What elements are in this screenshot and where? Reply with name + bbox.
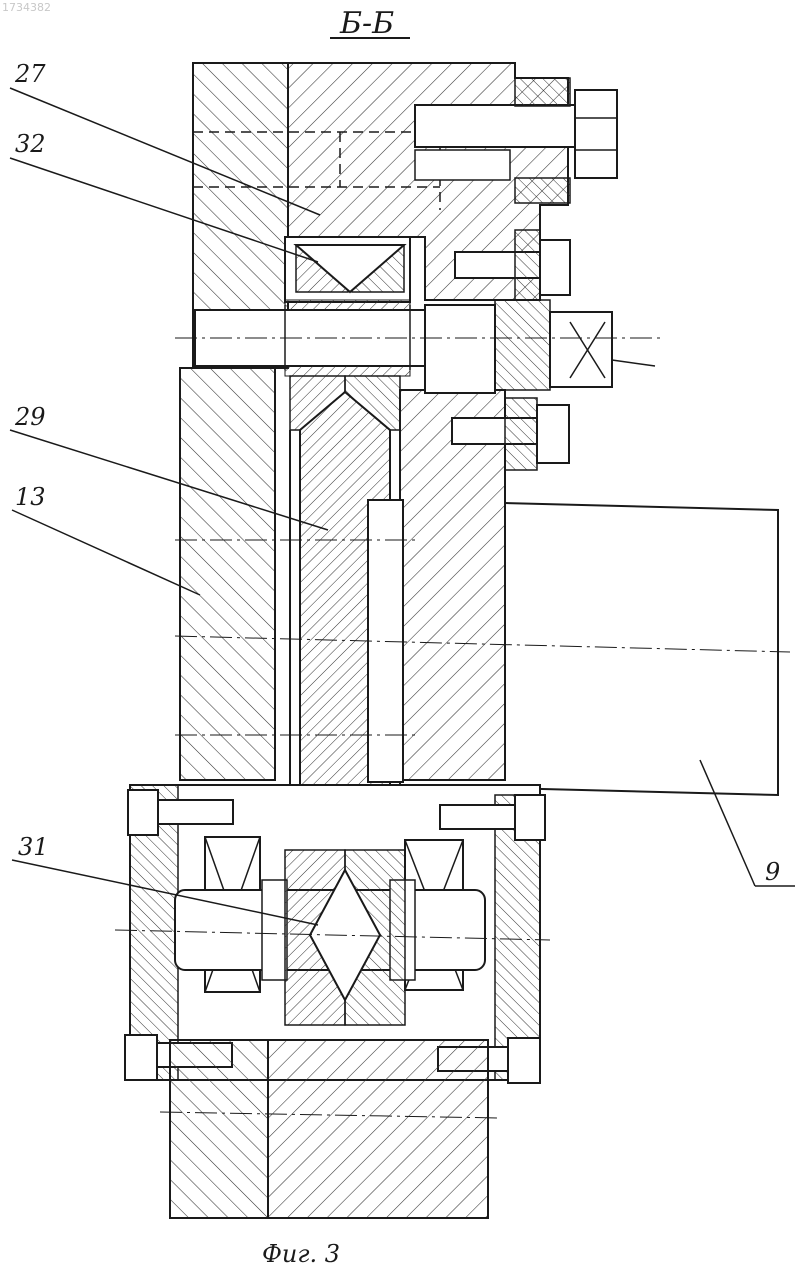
housing-body-left — [180, 368, 275, 780]
figure-caption: Фиг. 3 — [262, 1240, 340, 1268]
callout-29: 29 — [14, 403, 46, 431]
callout-32: 32 — [15, 130, 46, 158]
lower-roller-31 — [285, 850, 405, 1025]
section-label: Б-Б — [339, 6, 394, 41]
callout-27: 27 — [14, 60, 46, 88]
upper-roller-32 — [285, 237, 410, 302]
housing-body-right — [400, 390, 505, 780]
callout-9: 9 — [765, 858, 780, 886]
beam-9 — [505, 503, 778, 795]
callout-31: 31 — [18, 833, 49, 861]
base-block — [170, 1040, 488, 1218]
corner-stamp: 1734382 — [2, 1, 51, 14]
callout-13: 13 — [15, 483, 46, 511]
